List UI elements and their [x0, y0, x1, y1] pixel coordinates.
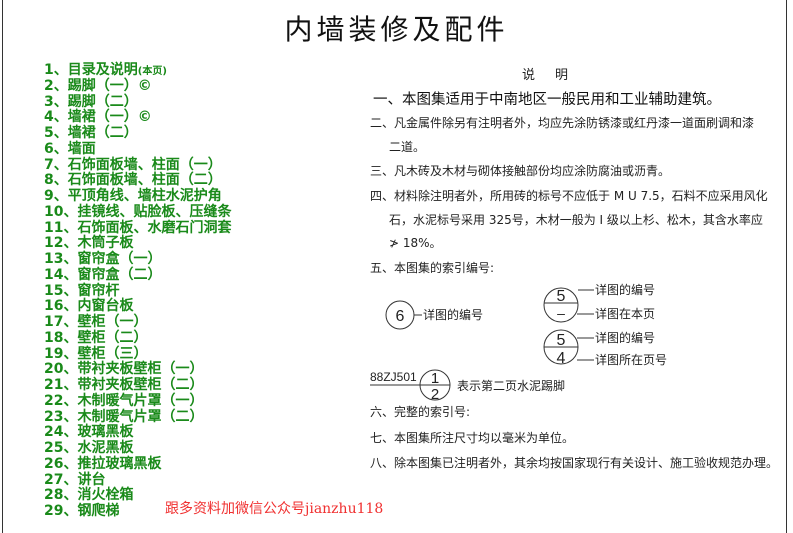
toc-item-label: 6、墙面	[44, 140, 96, 157]
toc-item-label: 14、窗帘盒（二）	[44, 266, 162, 283]
full-top: 1	[431, 370, 439, 387]
toc-item-label: 15、窗帘杆	[44, 282, 120, 299]
toc-item: 8、石饰面板墙、柱面（二）	[44, 172, 231, 189]
toc-item-note: (本页)	[137, 66, 167, 77]
toc-item-label: 13、窗帘盒（一）	[44, 251, 162, 267]
toc-item: 17、壁柜（一）	[44, 314, 231, 331]
toc-item: 9、平顶角线、墙柱水泥护角	[44, 188, 231, 205]
toc-item-label: 17、壁柜（一）	[44, 314, 148, 330]
toc-item-label: 24、玻璃黑板	[44, 424, 134, 441]
toc-item-label: 18、壁柜（二）	[44, 329, 148, 346]
note-4: 四、材料除注明者外，所用砖的标号不应低于 M U 7.5，石料不应采用风化	[370, 189, 768, 203]
note-2: 二、凡金属件除另有注明者外，均应先涂防锈漆或红丹漆一道面刷调和漆	[370, 116, 755, 130]
toc-item-label: 8、石饰面板墙、柱面（二）	[44, 172, 222, 189]
other-page-bottom: 4	[557, 350, 566, 367]
toc-item: 5、墙裙（二）	[44, 125, 231, 142]
toc-item-label: 2、踢脚（一）©	[44, 77, 152, 94]
toc-item-label: 25、水泥黑板	[44, 440, 134, 456]
note-7: 七、本图集所注尺寸均以毫米为单位。	[370, 431, 575, 445]
note-4-cont: 石，水泥标号采用 325号，木材一般为 I 级以上杉、松木，其含水率应	[389, 213, 763, 227]
toc-item-label: 16、内窗台板	[44, 298, 134, 315]
toc-item-label: 20、带衬夹板壁柜（一）	[44, 361, 204, 378]
frame-right-border	[786, 0, 787, 533]
toc-item: 6、墙面	[44, 140, 231, 158]
same-page-label-bottom: 详图在本页	[595, 306, 655, 321]
toc-item: 26、推拉玻璃黑板	[44, 455, 231, 473]
note-4-cont2: ≯ 18%。	[389, 236, 442, 250]
toc-item: 27、讲台	[44, 471, 231, 489]
toc-item: 25、水泥黑板	[44, 440, 231, 457]
index-circle-same-page	[543, 287, 579, 323]
toc-item: 1、目录及说明(本页)	[44, 62, 231, 79]
toc-item: 21、带衬夹板壁柜（二）	[44, 377, 231, 394]
toc-item-label: 22、木制暖气片罩（一）	[44, 392, 204, 409]
note-6: 六、完整的索引号:	[370, 405, 471, 419]
toc-item-label: 21、带衬夹板壁柜（二）	[44, 377, 204, 393]
frame-left-border	[2, 0, 3, 533]
toc-item-label: 28、消火栓箱	[44, 487, 134, 504]
toc-item: 2、踢脚（一）©	[44, 77, 231, 95]
full-atlas-code: 88ZJ501	[370, 370, 417, 384]
notes-heading: 说明	[522, 68, 589, 83]
watermark: 跟多资料加微信公众号jianzhu118	[165, 501, 384, 517]
toc-item-label: 12、木筒子板	[44, 235, 134, 252]
toc-item: 28、消火栓箱	[44, 487, 231, 504]
note-5: 五、本图集的索引编号:	[370, 261, 495, 275]
other-page-top: 5	[557, 332, 566, 349]
other-page-label-top: 详图的编号	[595, 330, 655, 345]
toc-item-label: 7、石饰面板墙、柱面（一）	[44, 156, 222, 173]
toc-item: 10、挂镜线、贴脸板、压缝条	[44, 203, 232, 221]
single-label: 详图的编号	[423, 307, 483, 322]
same-page-top: 5	[557, 288, 566, 305]
toc-item: 29、钢爬梯	[44, 503, 231, 520]
toc-item-label: 29、钢爬梯	[44, 503, 120, 519]
toc-item-label: 26、推拉玻璃黑板	[44, 455, 162, 472]
toc-item-label: 3、踢脚（二）	[44, 93, 138, 110]
toc-item-label: 4、墙裙（一）©	[44, 109, 152, 126]
note-3: 三、凡木砖及木材与砌体接触部份均应涂防腐油或沥青。	[370, 164, 671, 178]
toc-item-label: 23、木制暖气片罩（二）	[44, 408, 204, 425]
toc-item: 4、墙裙（一）©	[44, 109, 231, 126]
note-8: 八、除本图集已注明者外，其余均按国家现行有关设计、施工验收规范办理。	[370, 456, 779, 470]
toc-item: 11、石饰面板、水磨石门洞套	[44, 219, 232, 237]
full-bottom: 2	[431, 386, 439, 403]
same-page-label-top: 详图的编号	[595, 282, 655, 297]
toc-item: 16、内窗台板	[44, 298, 231, 315]
table-of-contents: 1、目录及说明(本页)2、踢脚（一）©3、踢脚（二）4、墙裙（一）©5、墙裙（二…	[44, 62, 232, 520]
toc-item-label: 11、石饰面板、水磨石门洞套	[44, 219, 232, 236]
toc-item-label: 27、讲台	[44, 471, 106, 488]
toc-item: 15、窗帘杆	[44, 282, 231, 300]
single-number: 6	[396, 308, 405, 325]
toc-item-label: 19、壁柜（三）	[44, 345, 148, 362]
toc-item: 7、石饰面板墙、柱面（一）	[44, 156, 231, 174]
page-title: 内墙装修及配件	[284, 13, 509, 46]
toc-item: 18、壁柜（二）	[44, 329, 231, 347]
toc-item: 12、木筒子板	[44, 235, 231, 252]
other-page-label-bottom: 详图所在页号	[595, 352, 667, 367]
toc-item: 20、带衬夹板壁柜（一）	[44, 361, 231, 378]
toc-item: 3、踢脚（二）	[44, 93, 231, 111]
toc-item: 14、窗帘盒（二）	[44, 266, 231, 284]
toc-item-label: 5、墙裙（二）	[44, 125, 138, 141]
same-page-bottom: –	[557, 305, 565, 321]
toc-item: 13、窗帘盒（一）	[44, 251, 231, 268]
toc-item-label: 9、平顶角线、墙柱水泥护角	[44, 188, 222, 204]
note-1: 一、本图集适用于中南地区一般民用和工业辅助建筑。	[373, 92, 721, 108]
toc-item: 24、玻璃黑板	[44, 424, 231, 441]
toc-item: 23、木制暖气片罩（二）	[44, 408, 231, 426]
toc-item: 22、木制暖气片罩（一）	[44, 392, 231, 410]
toc-item-label: 10、挂镜线、贴脸板、压缝条	[44, 203, 232, 220]
toc-item-label: 1、目录及说明	[44, 62, 138, 78]
note-2-cont: 二道。	[389, 140, 426, 154]
toc-item: 19、壁柜（三）	[44, 345, 231, 363]
full-label: 表示第二页水泥踢脚	[457, 378, 565, 393]
